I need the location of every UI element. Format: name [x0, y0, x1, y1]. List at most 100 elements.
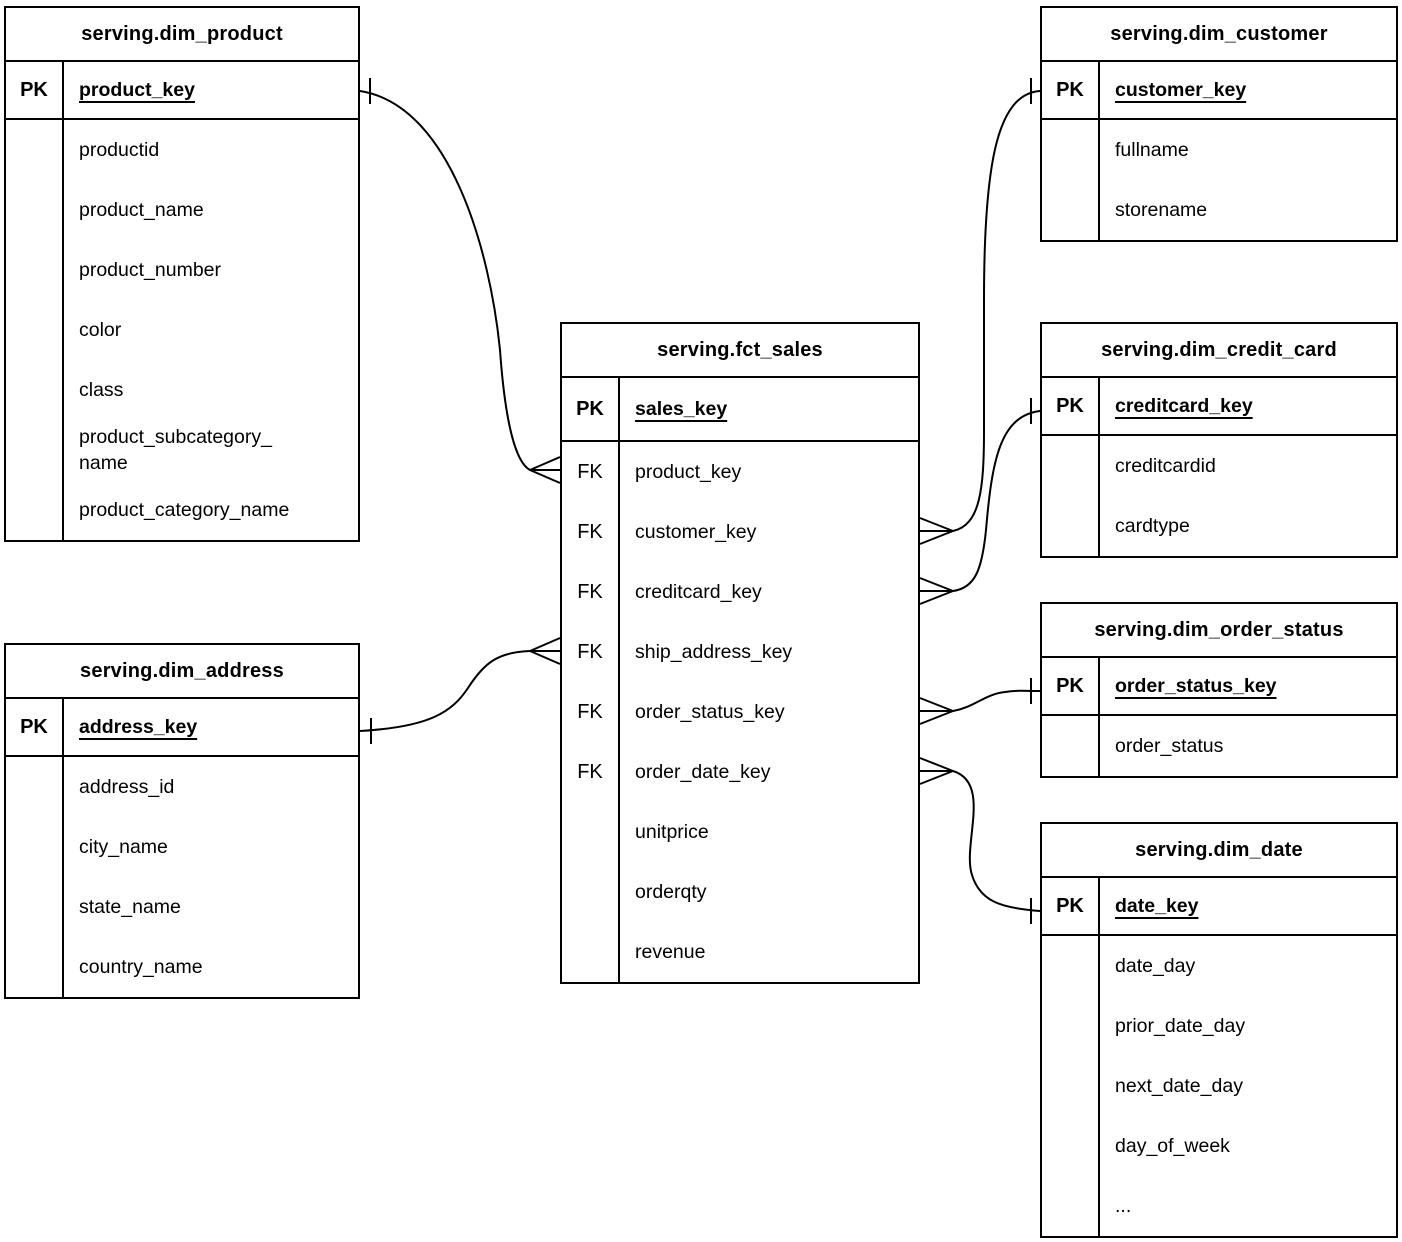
pk-row: PK creditcard_key	[1042, 378, 1396, 436]
key-badge: PK	[1042, 878, 1100, 934]
field-row: prior_date_day	[1042, 996, 1396, 1056]
table-dim-credit-card[interactable]: serving.dim_credit_card PK creditcard_key…	[1040, 322, 1398, 558]
field-name: revenue	[635, 940, 706, 963]
field-name: orderqty	[635, 880, 707, 903]
field-row: unitprice	[562, 802, 918, 862]
key-badge	[6, 180, 64, 240]
key-badge	[562, 862, 620, 922]
key-badge	[1042, 496, 1100, 556]
field-name: creditcard_key	[635, 580, 762, 603]
field-name: product_category_name	[79, 498, 290, 521]
field-row: cardtype	[1042, 496, 1396, 556]
field-row: revenue	[562, 922, 918, 982]
field-row: fullname	[1042, 120, 1396, 180]
field-name: ...	[1115, 1194, 1132, 1217]
field-name: customer_key	[635, 520, 757, 543]
table-rows: PK address_key address_id city_name state_na…	[6, 699, 358, 997]
key-badge: PK	[1042, 378, 1100, 434]
relationship-line	[920, 410, 1041, 592]
key-badge	[1042, 180, 1100, 240]
pk-field-name: date_key	[1115, 894, 1199, 917]
table-title: serving.dim_credit_card	[1042, 324, 1396, 378]
relationship-line	[920, 90, 1041, 532]
table-title: serving.dim_product	[6, 8, 358, 62]
field-row: productid	[6, 120, 358, 180]
field-row: address_id	[6, 757, 358, 817]
key-badge	[6, 877, 64, 937]
key-badge	[1042, 996, 1100, 1056]
key-badge: PK	[1042, 658, 1100, 714]
crow-foot-prong	[919, 770, 954, 785]
table-rows: PK order_status_key order_status	[1042, 658, 1396, 776]
relationship-line	[359, 90, 560, 471]
field-name: productid	[79, 138, 160, 161]
relationship-dim_product-fct_sales	[359, 78, 561, 484]
field-name: country_name	[79, 955, 203, 978]
key-badge	[1042, 1056, 1100, 1116]
field-row: creditcardid	[1042, 436, 1396, 496]
field-name: fullname	[1115, 138, 1189, 161]
pk-field-name: product_key	[79, 78, 195, 101]
field-row: ...	[1042, 1176, 1396, 1236]
pk-row: PK customer_key	[1042, 62, 1396, 120]
field-name: product_key	[635, 460, 742, 483]
pk-field-name: address_key	[79, 715, 198, 738]
key-badge: PK	[6, 699, 64, 755]
field-row: city_name	[6, 817, 358, 877]
crow-foot-prong	[919, 757, 954, 772]
field-row: date_day	[1042, 936, 1396, 996]
field-row: country_name	[6, 937, 358, 997]
relationship-line	[359, 650, 560, 732]
table-title: serving.dim_date	[1042, 824, 1396, 878]
field-row: state_name	[6, 877, 358, 937]
field-row: day_of_week	[1042, 1116, 1396, 1176]
field-name: city_name	[79, 835, 168, 858]
pk-row: PK address_key	[6, 699, 358, 757]
table-title: serving.dim_address	[6, 645, 358, 699]
pk-row: PK order_status_key	[1042, 658, 1396, 716]
relationship-fct_sales-dim_customer	[919, 78, 1041, 545]
relationship-fct_sales-dim_credit_card	[919, 398, 1041, 605]
field-row: product_name	[6, 180, 358, 240]
key-badge	[1042, 436, 1100, 496]
key-badge: FK	[562, 502, 620, 562]
field-name: prior_date_day	[1115, 1014, 1246, 1037]
key-badge	[6, 300, 64, 360]
field-row: order_status	[1042, 716, 1396, 776]
pk-field-name: order_status_key	[1115, 674, 1277, 697]
field-row: FK customer_key	[562, 502, 918, 562]
relationship-fct_sales-dim_date	[919, 757, 1041, 924]
key-badge: PK	[1042, 62, 1100, 118]
field-row: class	[6, 360, 358, 420]
key-badge	[6, 120, 64, 180]
crow-foot-prong	[919, 710, 954, 725]
field-name: product_name	[79, 198, 204, 221]
field-name: ship_address_key	[635, 640, 793, 663]
key-badge	[6, 480, 64, 540]
field-name: day_of_week	[1115, 1134, 1230, 1157]
field-name: product_number	[79, 258, 222, 281]
field-name: order_status	[1115, 734, 1224, 757]
key-badge	[6, 360, 64, 420]
field-name: color	[79, 318, 122, 341]
table-title: serving.fct_sales	[562, 324, 918, 378]
key-badge	[6, 420, 64, 480]
field-row: product_number	[6, 240, 358, 300]
key-badge	[1042, 1116, 1100, 1176]
key-badge: PK	[562, 378, 620, 440]
field-name: class	[79, 378, 124, 401]
pk-field-name: creditcard_key	[1115, 394, 1253, 417]
pk-field-name: customer_key	[1115, 78, 1247, 101]
